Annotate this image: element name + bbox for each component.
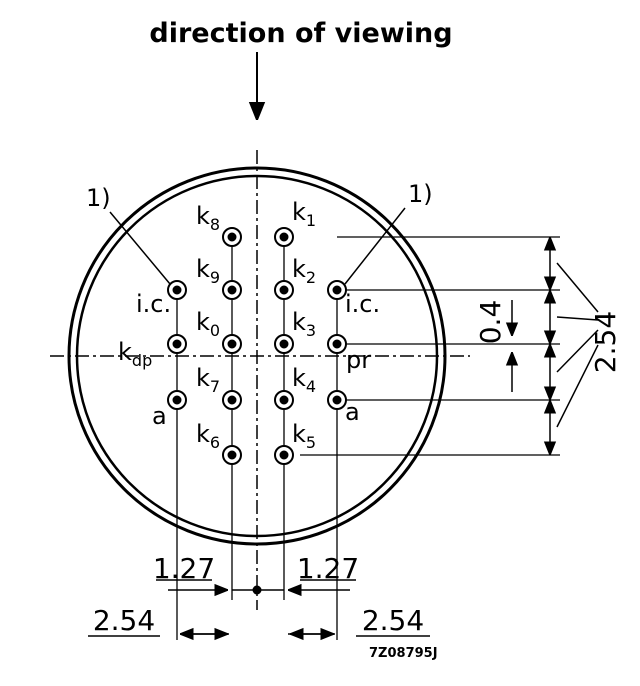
direction-of-viewing-label: direction of viewing — [149, 18, 452, 49]
label-a-left: a — [152, 402, 167, 430]
pin-k6 — [222, 445, 242, 465]
label-k2: k2 — [292, 255, 316, 287]
drawing-code: 7Z08795J — [369, 646, 438, 661]
label-k4: k4 — [292, 364, 316, 396]
pin-a-right — [327, 390, 347, 410]
dim-pitch-left: 1.27 — [153, 552, 215, 585]
pin-ic-left — [167, 280, 187, 300]
pin-k4 — [274, 390, 294, 410]
label-k3: k3 — [292, 308, 316, 340]
dim-span-left: 2.54 — [93, 604, 155, 637]
pin-k0 — [222, 334, 242, 354]
pin-k5 — [274, 445, 294, 465]
pin-k9 — [222, 280, 242, 300]
label-ic-left: i.c. — [136, 290, 171, 318]
label-k0: k0 — [196, 308, 220, 340]
bottom-dimension-arrows — [88, 579, 430, 636]
note-leader-left — [109, 211, 171, 285]
label-kdp: kdp — [118, 338, 152, 370]
label-a-right: a — [345, 398, 360, 426]
pin-k1 — [274, 227, 294, 247]
dim-pitch-vertical: 2.54 — [589, 311, 622, 373]
pin-kdp — [167, 334, 187, 354]
label-k8: k8 — [196, 202, 220, 234]
vertical-dimension-chain — [512, 237, 599, 455]
pin-k7 — [222, 390, 242, 410]
note-marker-left: 1) — [86, 184, 111, 212]
label-k6: k6 — [196, 420, 220, 452]
note-marker-right: 1) — [408, 180, 433, 208]
pin-k8 — [222, 227, 242, 247]
label-k1: k1 — [292, 198, 316, 230]
label-k9: k9 — [196, 255, 220, 287]
pin-k3 — [274, 334, 294, 354]
label-ic-right: i.c. — [345, 290, 380, 318]
pin-a-left — [167, 390, 187, 410]
pin-labels: k8 k1 k9 k2 k0 k3 k7 k4 k6 k5 kdp i.c. i… — [118, 198, 380, 452]
label-k5: k5 — [292, 420, 316, 452]
row-reference-lines — [300, 236, 560, 456]
pin-pr — [327, 334, 347, 354]
label-pr: pr — [346, 346, 371, 374]
dim-pitch-right: 1.27 — [297, 552, 359, 585]
pin-ic-right — [327, 280, 347, 300]
dim-offset-vertical: 0.4 — [474, 300, 507, 345]
label-k7: k7 — [196, 364, 220, 396]
pin-k2 — [274, 280, 294, 300]
pin-markers — [167, 227, 347, 465]
note-leader-right — [344, 207, 406, 285]
dim-span-right: 2.54 — [362, 604, 424, 637]
